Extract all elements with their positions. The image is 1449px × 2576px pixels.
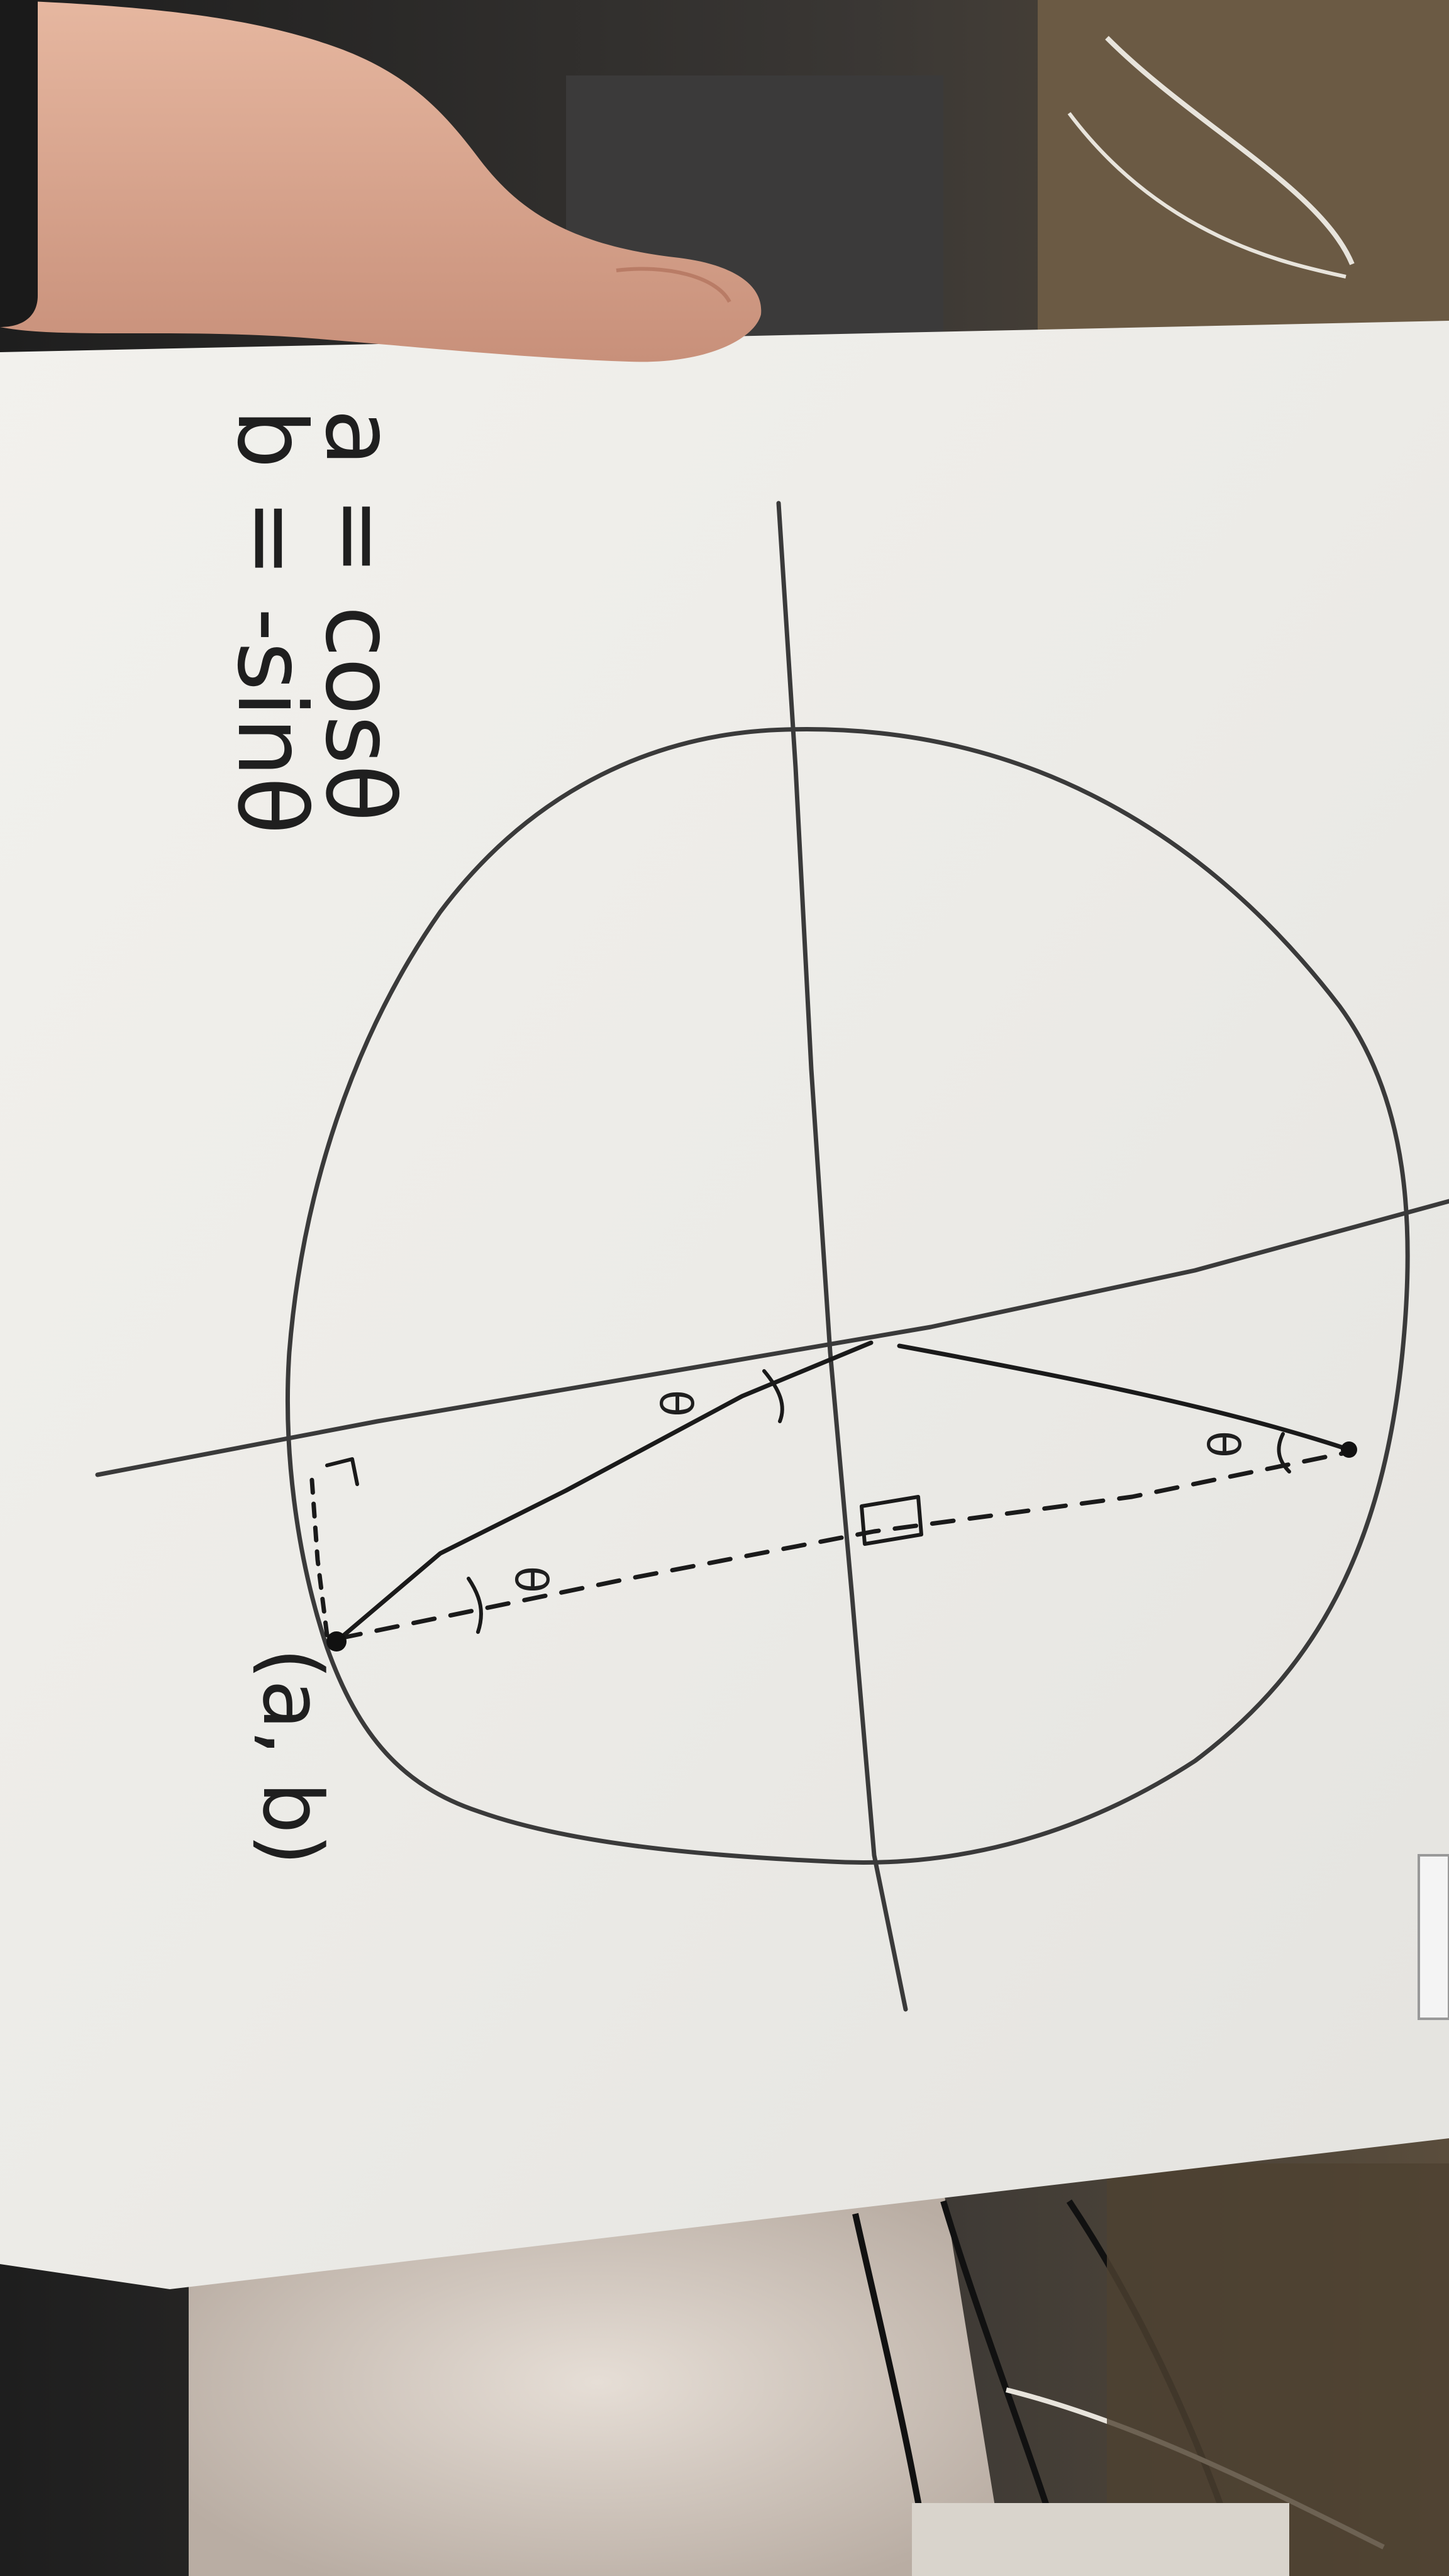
svg-text:θ: θ	[505, 1566, 557, 1593]
right-angle-marker-center	[860, 1495, 923, 1546]
radius-line-left	[334, 1340, 874, 1644]
right-angle-marker-axis	[325, 1457, 359, 1486]
svg-text:θ: θ	[650, 1390, 701, 1417]
point-right	[1341, 1441, 1357, 1458]
theta-right: θ	[1197, 1431, 1248, 1458]
theta-center: θ	[650, 1390, 701, 1417]
hand	[0, 0, 762, 362]
vertical-axis	[776, 501, 908, 2012]
theta-left: θ	[505, 1566, 557, 1593]
board-clip	[1418, 1854, 1449, 2020]
formula-a: a = cosθ	[304, 409, 414, 822]
cable	[1105, 36, 1355, 265]
cable	[1067, 112, 1346, 279]
formula-b-group: b = -sinθ	[216, 409, 326, 835]
cardboard-box	[1038, 0, 1449, 352]
angle-arc-center	[762, 1369, 784, 1423]
dashed-drop	[309, 1469, 330, 1638]
unit-circle	[286, 727, 1410, 1865]
angle-arc-right	[1277, 1432, 1291, 1474]
dashed-segment	[337, 1450, 1348, 1641]
cables-bottom	[852, 2163, 1449, 2576]
carpet	[189, 2189, 1006, 2576]
point-label-group: (a, b)	[245, 1648, 340, 1865]
svg-text:θ: θ	[1197, 1431, 1248, 1458]
angle-arc-left	[467, 1577, 483, 1634]
horizontal-axis	[95, 1199, 1449, 1477]
formula-b: b = -sinθ	[216, 409, 326, 835]
point-ab	[326, 1631, 347, 1652]
radius-line-right	[897, 1343, 1352, 1452]
whiteboard	[0, 321, 1449, 2289]
point-label: (a, b)	[245, 1648, 340, 1865]
formula-a-group: a = cosθ	[304, 409, 414, 822]
